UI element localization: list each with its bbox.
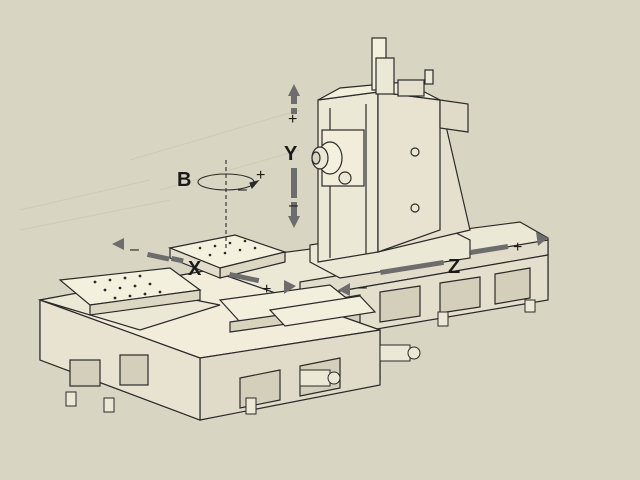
x-minus-sign: – <box>130 241 139 258</box>
leveling-feet <box>65 299 536 415</box>
y-plus-sign: + <box>288 111 297 128</box>
spindle-head <box>311 129 365 187</box>
rotary-table-holes <box>198 239 257 257</box>
axis-drive-motors <box>299 344 421 387</box>
rotary-table <box>167 234 288 279</box>
y-axis-motor <box>371 37 434 97</box>
x-axis-label: X <box>188 258 202 280</box>
x-axis-arrow <box>112 238 296 294</box>
z-plus-sign: + <box>513 239 522 256</box>
y-axis-arrow <box>288 84 300 228</box>
b-axis-arrow <box>197 160 260 248</box>
paper-background-lines <box>19 109 301 231</box>
b-plus-sign: + <box>256 167 265 184</box>
y-minus-sign: – <box>289 197 298 214</box>
z-axis-label: Z <box>448 256 460 278</box>
pallet-table <box>39 267 221 331</box>
b-minus-sign: – <box>238 181 247 198</box>
z-axis-arrow <box>338 232 548 296</box>
b-axis-label: B <box>177 169 191 191</box>
y-axis-label: Y <box>284 143 298 165</box>
pallet-holes <box>93 274 162 300</box>
x-plus-sign: + <box>262 281 271 298</box>
z-minus-sign: – <box>358 279 367 296</box>
